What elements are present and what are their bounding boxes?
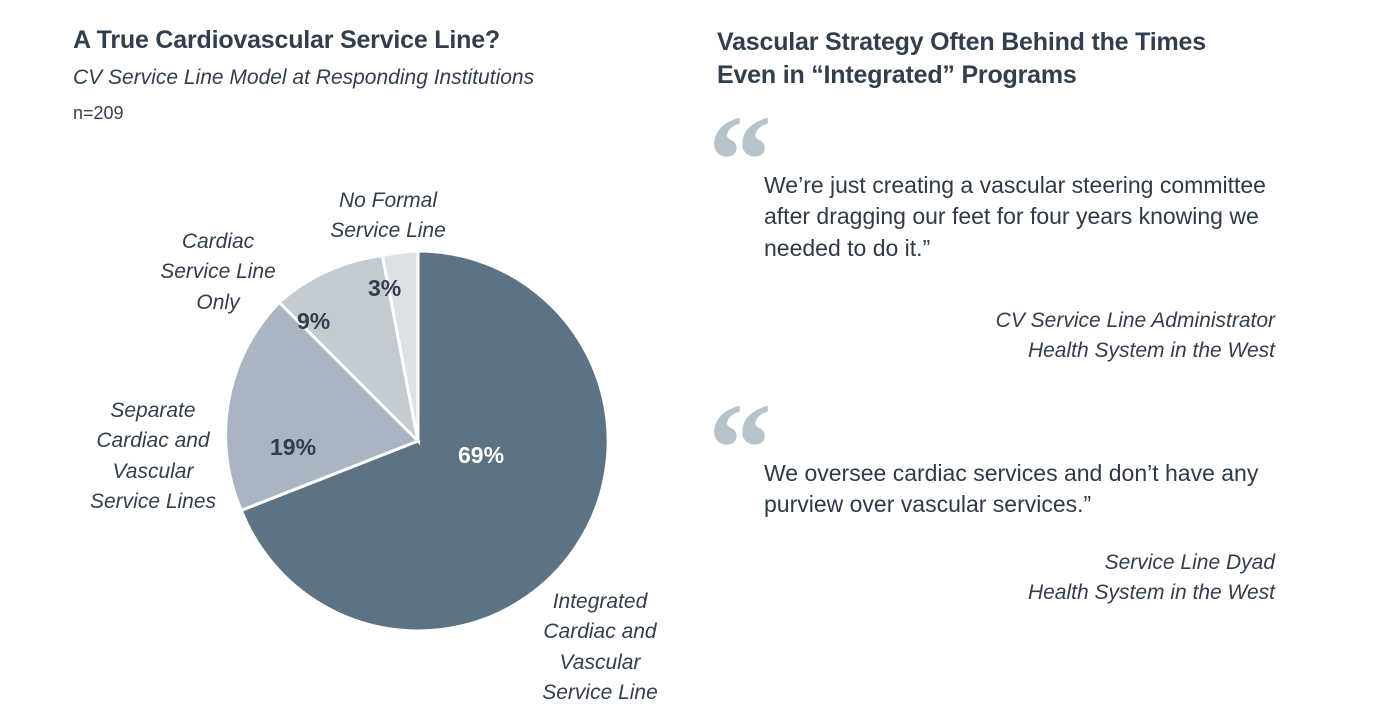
pie-callout-separate-cardiac-and-vascular: Separate Cardiac and Vascular Service Li…: [89, 399, 217, 514]
pie-value-separate: 19%: [270, 434, 317, 460]
sample-size-label: n=209: [73, 103, 124, 123]
quote-attribution: Service Line Dyad Health System in the W…: [1027, 551, 1275, 604]
quotes-panel: Vascular Strategy Often Behind the Times…: [700, 0, 1400, 714]
open-quote-icon: “: [708, 377, 772, 519]
chart-subtitle: CV Service Line Model at Responding Inst…: [73, 66, 535, 89]
pie-chart-panel: A True Cardiovascular Service Line? CV S…: [73, 26, 658, 705]
pie-callout-integrated-cardiac-and-vascular: Integrated Cardiac and Vascular Service …: [542, 590, 658, 705]
pie-slice-no-formal: [380, 249, 420, 442]
quote-text: We’re just creating a vascular steering …: [764, 172, 1266, 261]
pie-chart: No Formal Service Line Cardiac Service L…: [89, 189, 658, 705]
quote-text: We oversee cardiac services and don’t ha…: [764, 460, 1259, 518]
open-quote-icon: “: [708, 89, 772, 231]
quote-attribution: CV Service Line Administrator Health Sys…: [995, 309, 1275, 362]
quotes-panel-title: Vascular Strategy Often Behind the Times…: [717, 28, 1206, 89]
pie-slice-integrated: [239, 249, 610, 633]
pie-callout-cardiac-service-line-only: Cardiac Service Line Only: [160, 230, 276, 314]
pie-value-integrated: 69%: [458, 442, 505, 468]
pie-slice-separate: [224, 300, 421, 513]
pie-callout-no-formal-service-line: No Formal Service Line: [330, 189, 446, 243]
pie-chart-svg: [224, 249, 610, 633]
pie-slice-cardiac-only: [277, 254, 421, 446]
page-title: A True Cardiovascular Service Line?: [73, 26, 500, 54]
pie-value-no-formal: 3%: [368, 275, 402, 301]
pie-value-cardiac-only: 9%: [297, 308, 331, 334]
